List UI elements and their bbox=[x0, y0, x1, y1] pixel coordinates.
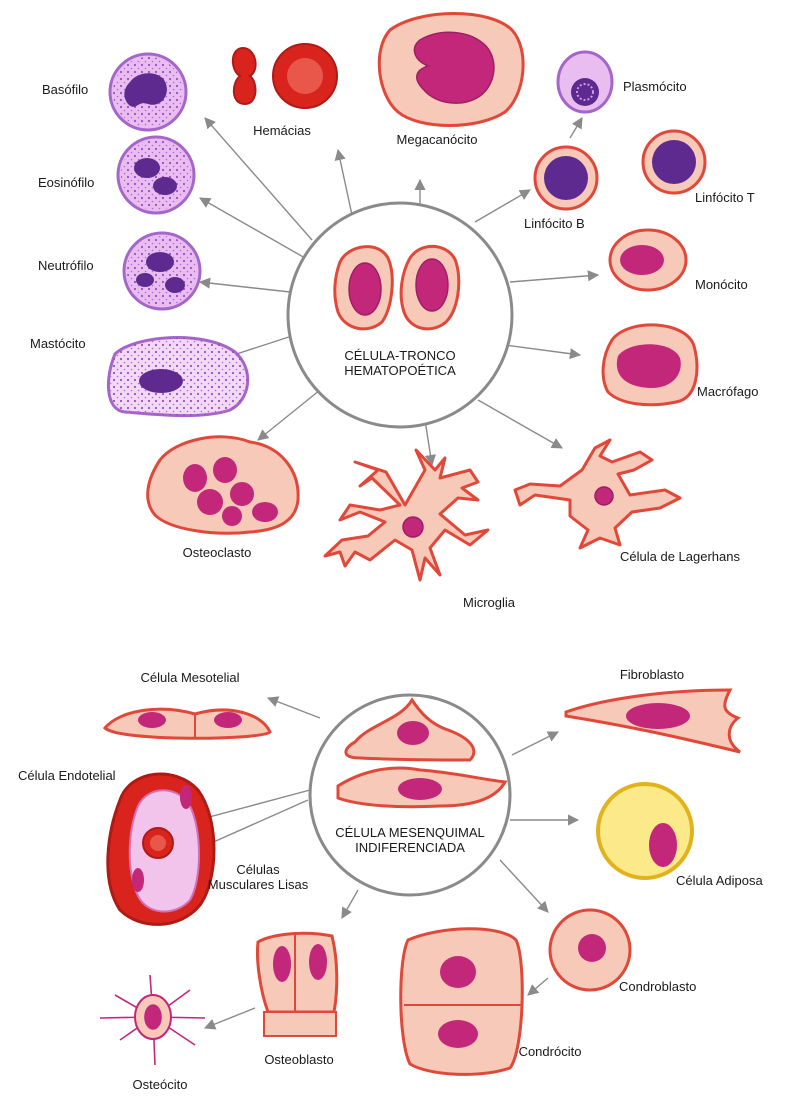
linfocito-t-cell bbox=[643, 131, 705, 193]
mastocito-cell bbox=[108, 338, 247, 416]
fibroblasto-cell bbox=[566, 690, 740, 752]
celula-adiposa-cell bbox=[598, 784, 692, 878]
linfocito-b-cell bbox=[535, 147, 597, 209]
osteoclasto-cell bbox=[148, 437, 298, 533]
mesenchymal-stem-cell bbox=[310, 695, 510, 895]
plasmocito-cell bbox=[558, 52, 612, 112]
celula-endotelial-cell bbox=[108, 774, 214, 924]
megacariocito-cell bbox=[379, 14, 523, 126]
celula-lagerhans-cell bbox=[515, 440, 680, 548]
osteocito-cell bbox=[100, 975, 205, 1065]
eosinofilo-cell bbox=[118, 137, 194, 213]
macrofago-cell bbox=[603, 325, 697, 405]
celula-mesotelial-cell bbox=[105, 709, 270, 738]
basofilo-cell bbox=[110, 54, 186, 130]
monocito-cell bbox=[610, 230, 686, 290]
microglia-cell bbox=[325, 450, 488, 580]
neutrofilo-cell bbox=[124, 233, 200, 309]
condrocito-cell bbox=[401, 929, 523, 1075]
osteoblasto-cell bbox=[257, 932, 336, 1036]
hemacias-cells bbox=[233, 44, 337, 108]
condroblasto-cell bbox=[550, 910, 630, 990]
hematopoietic-stem-cell bbox=[288, 203, 512, 427]
